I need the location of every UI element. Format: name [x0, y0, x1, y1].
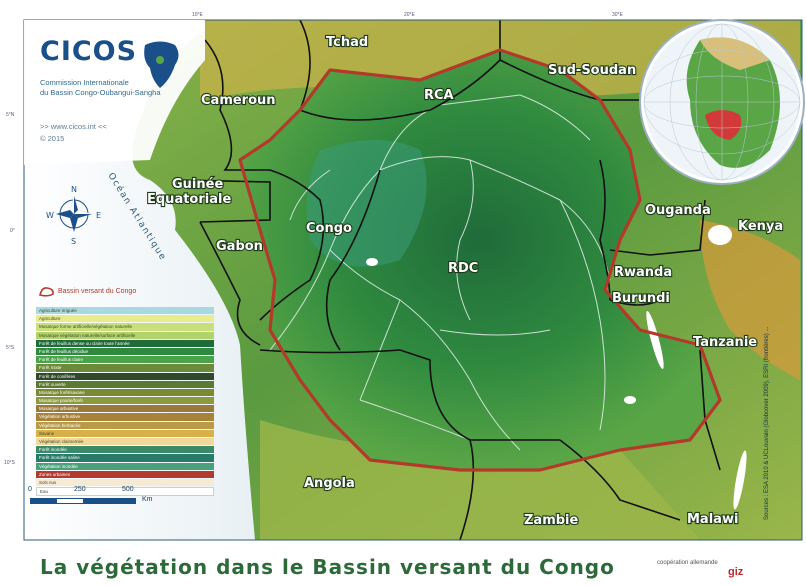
legend-item: Mosaïque forme artificielle/végétation n… — [36, 323, 214, 331]
scale-bar: 0 250 500 Km — [28, 486, 168, 518]
label-angola: Angola — [304, 476, 355, 491]
legend-item: Végétation inondée — [36, 462, 214, 470]
lake-tanganyika — [646, 311, 664, 369]
cicos-logo-title: CICOS — [40, 36, 138, 67]
compass-w: W — [46, 211, 54, 220]
legend-item: Mosaïque arbustive — [36, 405, 214, 413]
legend-item: Zones urbaines — [36, 470, 214, 478]
scale-max: 500 — [122, 486, 134, 493]
compass-e: E — [96, 211, 101, 220]
sources-note: Sources : ESA 2010 & UCLouvain (Globcove… — [764, 327, 806, 520]
tick-lat-5n: 5°N — [6, 112, 15, 118]
tick-lon-20: 20°E — [404, 12, 415, 18]
label-guinee: Guinée — [172, 177, 223, 192]
compass-n: N — [71, 185, 77, 194]
label-rwanda: Rwanda — [614, 265, 672, 280]
label-equatoriale: Equatoriale — [147, 192, 231, 207]
cooperation-allemande-logo: coopération allemande — [657, 560, 718, 566]
lake-victoria — [708, 225, 732, 245]
legend-item: Forêt de feuillus dense ou claire toute … — [36, 339, 214, 347]
label-kenya: Kenya — [738, 219, 783, 234]
legend-item: Forêt de conifères — [36, 372, 214, 380]
legend-item: Eau — [36, 487, 214, 497]
scale-unit: Km — [142, 496, 153, 503]
legend-item: Forêt ouverte — [36, 380, 214, 388]
compass-s: S — [71, 237, 76, 246]
label-tanzanie: Tanzanie — [693, 335, 757, 350]
legend-item: Sols nus — [36, 478, 214, 487]
cicos-logo-panel: CICOS Commission Internationale du Bassi… — [32, 30, 204, 160]
legend-item: Agriculture irriguée — [36, 307, 214, 315]
legend-item: Forêt de feuillus décidue — [36, 347, 214, 356]
map-frame — [23, 19, 803, 541]
legend-item: Mosaïque prairie/forêt — [36, 397, 214, 405]
label-rdc: RDC — [448, 261, 478, 276]
legend-item: Forêt inondée saline — [36, 454, 214, 462]
legend-item: Forêt de feuillus claire — [36, 356, 214, 364]
label-congo: Congo — [306, 221, 352, 236]
cicos-subtitle-2: du Bassin Congo-Oubangui-Sangha — [40, 88, 161, 97]
giz-logo: giz — [728, 566, 744, 578]
cicos-subtitle-1: Commission Internationale — [40, 78, 129, 87]
legend-item: Agriculture — [36, 315, 214, 323]
country-borders — [179, 19, 721, 541]
label-ouganda: Ouganda — [645, 203, 711, 218]
label-malawi: Malawi — [687, 512, 738, 527]
legend-item: Végétation herbacée — [36, 421, 214, 429]
label-zambie: Zambie — [524, 513, 579, 528]
legend-item: Mosaïque végétation naturelle/surface ar… — [36, 331, 214, 339]
label-tchad: Tchad — [326, 35, 368, 50]
east-dry-zone — [700, 220, 800, 380]
legend-item: Forêt inondée — [36, 446, 214, 454]
map-legend: Bassin versant du Congo Agriculture irri… — [36, 285, 214, 525]
map-caption: La végétation dans le Bassin versant du … — [40, 555, 615, 579]
legend-item: Végétation clairsemée — [36, 438, 214, 446]
label-rca: RCA — [424, 88, 454, 103]
river-network — [269, 94, 611, 451]
label-sud-soudan: Sud-Soudan — [548, 63, 636, 78]
tick-lat-10s: 10°S — [4, 460, 15, 466]
lake-mweru — [624, 396, 636, 404]
basin-legend-icon — [39, 287, 54, 297]
tick-lat-0: 0° — [10, 228, 15, 234]
label-burundi: Burundi — [612, 291, 670, 306]
africa-logo-dot — [156, 56, 164, 64]
tick-lat-5s: 5°S — [6, 345, 15, 351]
label-cameroun: Cameroun — [201, 93, 276, 108]
scale-mid: 250 — [74, 486, 86, 493]
compass-rose-icon — [56, 196, 92, 232]
africa-logo-icon — [144, 41, 179, 88]
basin-boundary — [238, 48, 722, 472]
lake-tumba — [366, 258, 378, 266]
legend-title: Bassin versant du Congo — [58, 288, 137, 295]
copyright-year: © 2015 — [40, 134, 65, 143]
legend-item: Mosaïque forêt/savane — [36, 388, 214, 397]
legend-item: Forêt mixte — [36, 364, 214, 372]
tick-lon-30: 30°E — [612, 12, 623, 18]
scale-zero: 0 — [28, 486, 32, 493]
legend-item: Savane — [36, 429, 214, 437]
tick-lon-10: 10°E — [192, 12, 203, 18]
label-gabon: Gabon — [216, 239, 263, 254]
scale-bar-graphic — [30, 498, 136, 504]
cicos-url-link[interactable]: >> www.cicos.int << — [40, 122, 107, 131]
globe-inset — [639, 19, 805, 185]
legend-item: Végétation arbustive — [36, 413, 214, 421]
lake-malawi — [733, 450, 747, 510]
